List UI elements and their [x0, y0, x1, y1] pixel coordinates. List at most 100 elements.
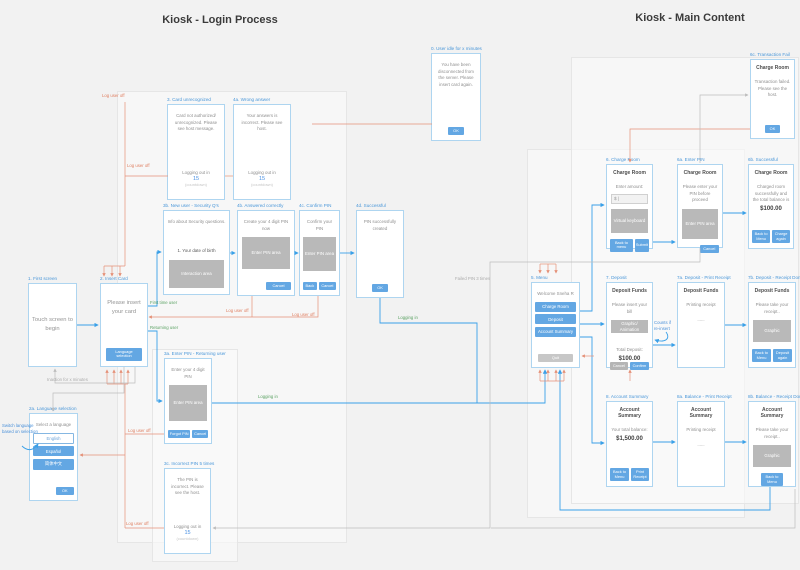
enter-pin-area[interactable]: Enter PIN area — [168, 385, 208, 422]
screen-text: ...... — [697, 441, 705, 447]
button-back-to-menu[interactable]: Back to menu — [610, 238, 633, 252]
node-label-8b: 8b. Balance - Receipt Done — [748, 394, 800, 399]
node-label-8: 8. Account Summary — [606, 394, 649, 399]
node-label-5: 5. Menu — [531, 275, 548, 280]
countdown-prefix: Logging out in — [248, 170, 276, 175]
button-ok[interactable]: OK — [372, 283, 388, 292]
node-label-2a: 2a. Language selection — [29, 406, 77, 411]
node-label-6: 6. Charge Room — [606, 157, 640, 162]
button-account-summary[interactable]: Account Summary — [535, 326, 576, 337]
screen-heading: Deposit Funds — [754, 288, 790, 294]
button-row: Cancel — [678, 244, 722, 258]
button-submit[interactable]: Submit — [634, 238, 649, 252]
edge-label-returning-user: Returning user — [150, 325, 179, 330]
screen-heading: Charge Room — [754, 170, 788, 176]
edge-label-log-user-off: Log user off — [128, 428, 151, 433]
screen-text: Enter amount: — [615, 184, 644, 189]
virtual-keyboard[interactable]: Virtual keyboard — [610, 208, 649, 233]
button-cancel[interactable]: Cancel — [192, 429, 208, 438]
enter-pin-area[interactable]: Enter PIN area — [242, 237, 290, 270]
graphic-area: Graphic — [752, 445, 792, 468]
edge-label-logging-in: Logging in — [258, 394, 278, 399]
button-deposit[interactable]: Deposit — [535, 314, 576, 325]
enter-pin-area[interactable]: Enter PIN area — [681, 208, 719, 239]
button-row: OK — [751, 124, 794, 138]
button-back-to-menu[interactable]: Back to Menu — [761, 473, 783, 487]
button-back-to-menu[interactable]: Back to Menu — [610, 468, 630, 481]
button-forgot-pin[interactable]: Forgot PIN — [168, 429, 191, 438]
node-label-4b: 4b. Answered correctly — [237, 203, 284, 208]
button-cancel[interactable]: Cancel — [610, 361, 628, 371]
screen-text: Confirm your PIN — [306, 219, 333, 231]
screen-3: Card not authorized/ unrecognized. Pleas… — [167, 104, 225, 200]
button-cancel[interactable]: Cancel — [266, 281, 291, 290]
button-confirm[interactable]: Confirm — [629, 361, 649, 371]
button-cancel[interactable]: Cancel — [318, 281, 336, 290]
button-language-selection[interactable]: Language selection — [106, 348, 142, 361]
button-ok[interactable]: OK — [447, 126, 465, 135]
countdown-number: 15 — [258, 176, 266, 182]
button-back[interactable]: Back — [303, 281, 317, 290]
button-print-receipt[interactable]: Print Receipt — [631, 468, 649, 481]
screen-text: Please insert your bill — [611, 302, 648, 314]
screen-text: Enter your 4 digit PIN — [171, 367, 205, 379]
countdown-prefix: Logging out in — [182, 170, 210, 175]
screen-text: Touch screen to begin — [32, 316, 73, 332]
edge-label-log-user-off: Log user off — [226, 308, 249, 313]
button-ok[interactable]: OK — [55, 486, 74, 495]
interaction-area[interactable]: Interaction area — [169, 260, 224, 288]
node-label-3: 3. Card unrecognized — [167, 97, 211, 102]
amount-text: $100.00 — [760, 205, 782, 212]
countdown-suffix: (countdown) — [184, 182, 207, 187]
countdown-prefix: Logging out in — [173, 524, 202, 529]
screen-text: Total Deposit: — [616, 347, 643, 353]
button-charge-room[interactable]: Charge Room — [535, 301, 576, 312]
graphic-area: Graphic — [752, 320, 792, 343]
button-item[interactable]: 简体中文 — [33, 458, 74, 470]
button-back-to-menu[interactable]: Back to Menu — [752, 230, 771, 243]
screen-text: Charged room successfully and the total … — [752, 184, 790, 203]
screen-text: Printing receipt — [686, 427, 716, 432]
button-deposit-again[interactable]: Deposit again — [773, 349, 792, 362]
screen-text: Select a language — [35, 422, 72, 427]
screen-heading: Charge Room — [683, 170, 717, 176]
button-espa-ol[interactable]: Español — [33, 446, 74, 457]
button-cancel[interactable]: Cancel — [699, 244, 719, 254]
button-english[interactable]: English — [33, 432, 74, 444]
section-title-login-process: Kiosk - Login Process — [162, 14, 278, 26]
amount-input[interactable]: $ | — [611, 193, 648, 204]
screen-text: Create your 4 digit PIN now — [243, 219, 289, 231]
button-charge-again[interactable]: Charge again — [772, 230, 790, 243]
button-row: Back to Menu — [749, 473, 795, 491]
node-label-6a: 6a. Enter PIN — [677, 157, 705, 162]
button-back-to-menu[interactable]: Back to Menu — [752, 349, 771, 362]
node-label-6c: 6c. Transaction Fail — [750, 52, 790, 57]
amount-text: $1,500.00 — [616, 435, 643, 442]
button-quit[interactable]: Quit — [538, 353, 573, 362]
enter-pin-area[interactable]: Enter PIN area — [303, 237, 336, 272]
button-ok[interactable]: OK — [765, 124, 780, 133]
screen-heading: Account Summary — [618, 407, 641, 419]
